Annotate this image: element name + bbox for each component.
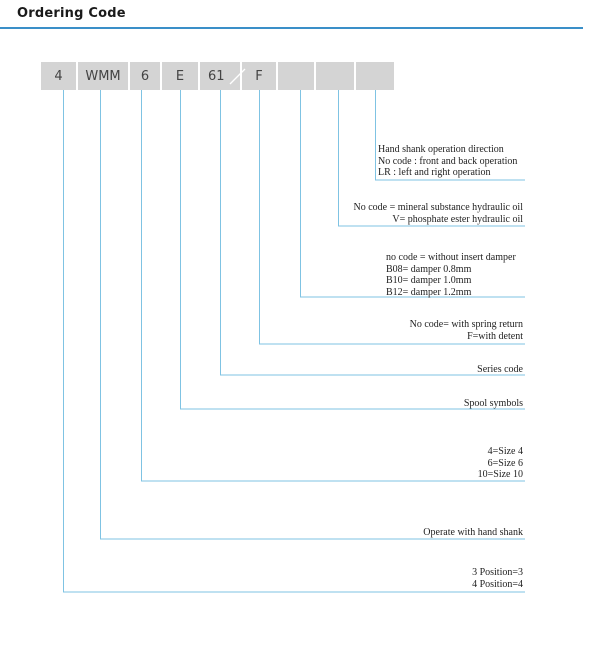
desc-size: 4=Size 4 6=Size 6 10=Size 10: [477, 446, 523, 480]
header-rule: [0, 27, 583, 29]
connector-detent: [259, 90, 525, 345]
series-slash: [229, 68, 246, 85]
page-title: Ordering Code: [17, 6, 126, 21]
code-box-size-prefix: 4: [41, 62, 76, 90]
desc-position: 3 Position=3 4 Position=4: [472, 567, 523, 590]
connector-operation: [100, 90, 525, 540]
connector-damper: [300, 90, 525, 298]
desc-seal: No code = mineral substance hydraulic oi…: [353, 202, 523, 225]
desc-spool: Spool symbols: [463, 398, 523, 409]
connector-size: [141, 90, 525, 482]
connector-seal: [338, 90, 525, 227]
connector-spool: [180, 90, 525, 410]
code-box-detent: F: [242, 62, 276, 90]
connector-series: [220, 90, 525, 376]
desc-detent: No code= with spring return F=with deten…: [409, 319, 523, 342]
code-box-size: 6: [130, 62, 160, 90]
code-box-seal: [316, 62, 354, 90]
code-box-direction: [356, 62, 394, 90]
desc-series: Series code: [477, 364, 523, 375]
desc-damper: no code = without insert damper B08= dam…: [386, 252, 516, 298]
connector-direction: [375, 90, 525, 181]
desc-hand-shank-direction: Hand shank operation direction No code :…: [378, 144, 518, 178]
code-box-type: WMM: [78, 62, 128, 90]
code-box-series: 61: [200, 62, 240, 90]
connector-position: [63, 90, 525, 593]
code-box-spool: E: [162, 62, 198, 90]
code-box-damper: [278, 62, 314, 90]
desc-operation: Operate with hand shank: [423, 527, 523, 538]
